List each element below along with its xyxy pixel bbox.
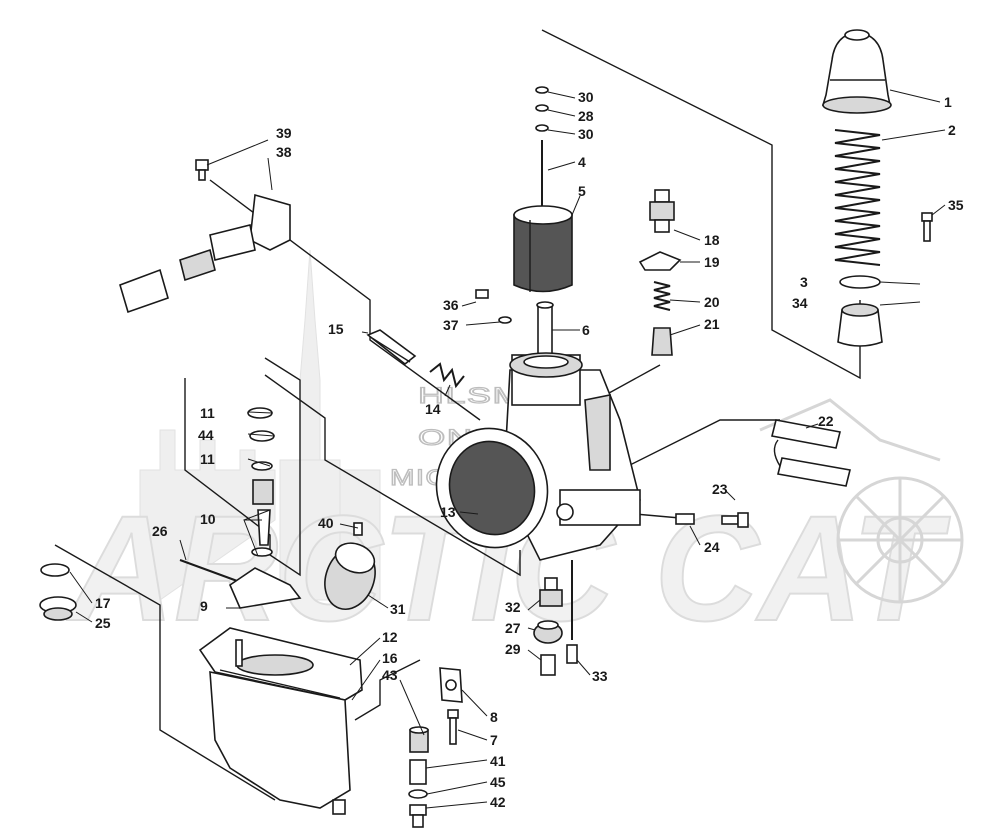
callout-39: 39 xyxy=(276,125,292,141)
float-pin-small-part xyxy=(353,522,363,536)
callout-9: 9 xyxy=(200,598,208,614)
clamp-screw-part xyxy=(447,709,459,745)
callout-13: 13 xyxy=(440,504,456,520)
callout-17: 17 xyxy=(95,595,111,611)
needle-jet-part xyxy=(536,301,554,366)
main-jet-part xyxy=(540,654,556,676)
jet-holder-part xyxy=(533,620,563,644)
callout-27: 27 xyxy=(505,620,521,636)
callout-2: 2 xyxy=(948,122,956,138)
callout-7: 7 xyxy=(490,732,498,748)
callout-30a: 30 xyxy=(578,89,594,105)
callout-10: 10 xyxy=(200,511,216,527)
callout-12: 12 xyxy=(382,629,398,645)
starter-plunger-part xyxy=(651,327,673,356)
callout-20: 20 xyxy=(704,294,720,310)
spring-seat-washer-part xyxy=(839,275,881,289)
callout-30b: 30 xyxy=(578,126,594,142)
plunger-plate-part xyxy=(638,251,682,271)
air-screw-part xyxy=(475,289,489,299)
throttle-spring-part xyxy=(834,129,881,266)
callout-36: 36 xyxy=(443,297,459,313)
callout-23: 23 xyxy=(712,481,728,497)
cable-adjuster-cap-part xyxy=(837,303,883,347)
callout-26: 26 xyxy=(152,523,168,539)
o-ring-lower-part xyxy=(251,461,273,471)
callout-31: 31 xyxy=(390,601,406,617)
float-bowl-part xyxy=(198,627,363,815)
callout-14: 14 xyxy=(425,401,441,417)
callout-22: 22 xyxy=(818,413,834,429)
callout-33: 33 xyxy=(592,668,608,684)
starter-plunger-nut-part xyxy=(649,189,675,233)
callout-37: 37 xyxy=(443,317,459,333)
callout-41: 41 xyxy=(490,753,506,769)
e-clip-lower-part xyxy=(535,124,549,132)
adjust-screw-spring-part xyxy=(675,513,695,525)
callout-21: 21 xyxy=(704,316,720,332)
callout-43: 43 xyxy=(382,667,398,683)
callout-40: 40 xyxy=(318,515,334,531)
bracket-screw-part xyxy=(195,159,209,181)
cable-bracket-part xyxy=(119,193,291,314)
callout-8: 8 xyxy=(490,709,498,725)
callout-11a: 11 xyxy=(200,405,215,421)
callout-35: 35 xyxy=(948,197,964,213)
city-skyline-watermark xyxy=(139,249,381,601)
fitting-bolt-part xyxy=(409,804,427,828)
idle-screw-spring-part xyxy=(429,362,465,389)
plunger-spring-part xyxy=(653,281,671,311)
cap-screw-part xyxy=(921,212,933,242)
callout-11b: 11 xyxy=(200,451,215,467)
callout-45: 45 xyxy=(490,774,506,790)
callout-25: 25 xyxy=(95,615,111,631)
idle-screw-part xyxy=(366,329,417,366)
callout-5: 5 xyxy=(578,183,586,199)
callout-42: 42 xyxy=(490,794,506,810)
callout-19: 19 xyxy=(704,254,720,270)
callout-24: 24 xyxy=(704,539,720,555)
callout-32: 32 xyxy=(505,599,521,615)
callout-29: 29 xyxy=(505,641,521,657)
drain-screw-part xyxy=(721,512,749,528)
pilot-jet-part xyxy=(566,560,578,664)
top-cap-part xyxy=(821,29,892,114)
drain-gasket-part xyxy=(40,563,70,577)
callout-34: 34 xyxy=(792,295,808,311)
drain-plug-part xyxy=(39,596,77,621)
callout-6: 6 xyxy=(582,322,590,338)
fitting-body-part xyxy=(409,759,427,785)
o-ring-small-part xyxy=(498,316,512,324)
assembly-lines xyxy=(54,29,861,801)
fitting-washer-part xyxy=(408,789,428,799)
e-clip-upper-part xyxy=(535,86,549,94)
throttle-valve-part xyxy=(513,205,573,293)
float-arm-part xyxy=(229,567,302,609)
callout-1: 1 xyxy=(944,94,952,110)
needle-clip-part xyxy=(535,104,549,112)
clamp-plate-part xyxy=(439,667,463,703)
callout-3: 3 xyxy=(800,274,808,290)
callout-44: 44 xyxy=(198,427,214,443)
fitting-top-part xyxy=(409,726,429,753)
callout-16: 16 xyxy=(382,650,398,666)
callout-28: 28 xyxy=(578,108,594,124)
callout-18: 18 xyxy=(704,232,720,248)
main-jet-holder-part xyxy=(539,577,563,607)
callout-15: 15 xyxy=(328,321,344,337)
leader-lines xyxy=(69,89,946,809)
callout-4: 4 xyxy=(578,154,586,170)
snowmobile-watermark xyxy=(759,398,964,604)
callout-38: 38 xyxy=(276,144,292,160)
fuel-hose-part xyxy=(771,419,851,487)
float-part xyxy=(324,542,376,610)
callout-labels: 1 2 3 4 5 6 7 8 9 10 11 11 12 13 14 15 1… xyxy=(95,89,964,810)
float-pin-part xyxy=(179,559,241,583)
carburetor-body-part xyxy=(435,352,641,561)
